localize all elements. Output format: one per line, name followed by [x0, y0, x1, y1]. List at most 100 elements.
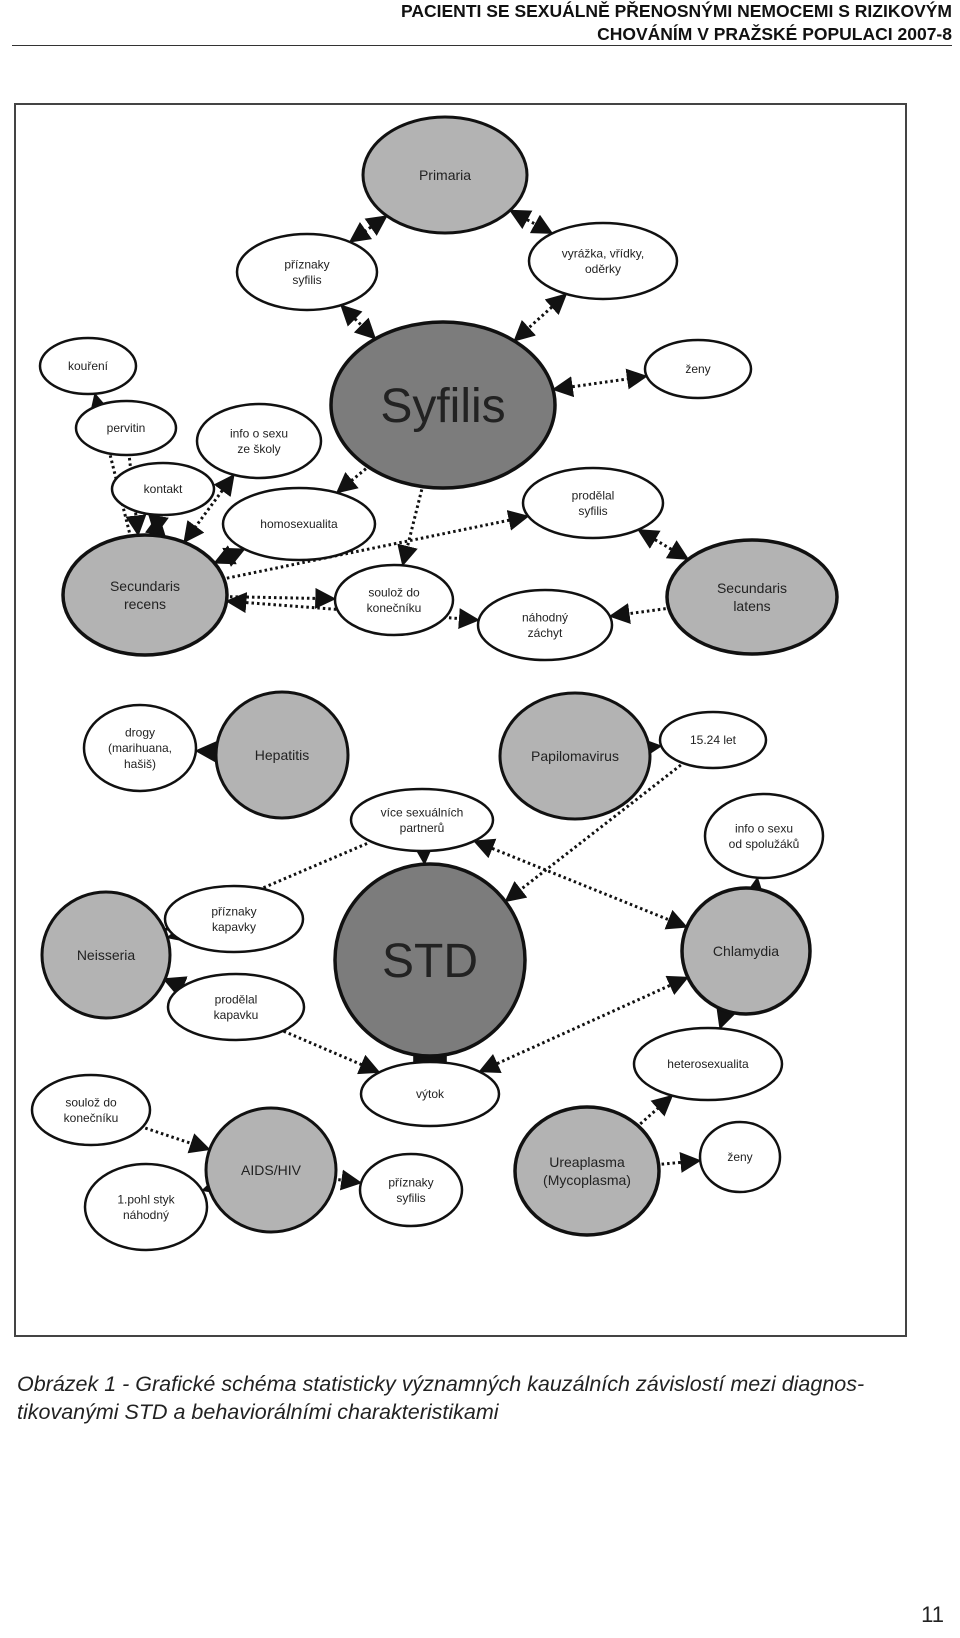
node-priznaky-kapavky-label: příznaky — [211, 904, 256, 918]
node-priznaky-kapavky-shape — [163, 884, 305, 954]
node-vek-label: 15.24 let — [690, 733, 737, 747]
figure-caption-line-1: Obrázek 1 - Grafické schéma statisticky … — [17, 1372, 865, 1396]
link-syfilis-homosexualita — [335, 467, 367, 494]
node-papilomavirus: Papilomavirus — [498, 691, 652, 821]
node-neisseria-label: Neisseria — [77, 947, 136, 963]
figure-caption-line-2: tikovanými STD a behaviorálními charakte… — [17, 1400, 499, 1424]
node-info-spoluzaci-shape — [703, 792, 825, 880]
node-nahodny-zachyt-label: náhodný — [522, 610, 568, 624]
link-souloz-bottom-aids-hiv — [144, 1126, 211, 1154]
header-rule — [12, 45, 952, 46]
node-homosexualita: homosexualita — [221, 486, 377, 562]
link-vyrazka-syfilis — [513, 293, 568, 342]
node-vytok-shape — [359, 1060, 501, 1128]
link-ureaplasma-heterosexualita — [639, 1094, 674, 1125]
node-drogy-label: drogy — [125, 726, 155, 740]
node-secundaris-recens-label: Secundaris — [110, 578, 180, 594]
link-vytok-chlamydia — [478, 975, 689, 1074]
link-neisseria-vice-partneru — [163, 841, 370, 932]
running-header: PACIENTI SE SEXUÁLNĚ PŘENOSNÝMI NEMOCEMI… — [12, 0, 952, 46]
node-info-skola-label: info o sexu — [230, 426, 288, 440]
node-souloz-top-shape — [333, 563, 455, 637]
link-hepatitis-drogy — [194, 741, 217, 763]
node-vek-shape — [658, 710, 768, 770]
node-std-label: STD — [382, 935, 478, 988]
node-syfilis-label: Syfilis — [380, 380, 505, 433]
node-ureaplasma-shape — [513, 1105, 661, 1237]
running-header-line-2: CHOVÁNÍM V PRAŽSKÉ POPULACI 2007-8 — [597, 24, 952, 44]
node-vice-partneru-shape — [349, 787, 495, 853]
node-neisseria: Neisseria — [40, 890, 172, 1020]
node-priznaky-syfilis-bottom-label: příznaky — [388, 1175, 433, 1189]
node-vice-partneru: více sexuálních partnerů — [349, 787, 495, 853]
node-drogy: drogy(marihuana, hašiš) — [82, 703, 198, 793]
link-vice-partneru-chlamydia — [472, 838, 688, 930]
figure-caption: Obrázek 1 - Grafické schéma statisticky … — [17, 1370, 917, 1426]
link-primaria-vyrazka — [508, 209, 554, 234]
link-info-spoluzaci-chlamydia — [744, 876, 765, 899]
link-aids-hiv-priznaky-syfilis-bottom — [338, 1169, 363, 1191]
node-ureaplasma: Ureaplasma(Mycoplasma) — [513, 1105, 661, 1237]
node-pervitin-shape — [74, 399, 178, 457]
node-souloz-bottom-shape — [30, 1073, 152, 1147]
node-prodelal-syfilis-label: prodělal — [572, 488, 615, 502]
node-zeny-top-shape — [643, 338, 753, 400]
node-zeny-bottom-label: ženy — [727, 1150, 752, 1164]
node-vice-partneru-label: více sexuálních — [381, 805, 464, 819]
node-aids-hiv-shape — [204, 1106, 338, 1234]
node-vice-partneru-label: partnerů — [400, 821, 445, 835]
node-vyrazka-label: oděrky — [585, 262, 621, 276]
node-zeny-top-label: ženy — [685, 362, 710, 376]
node-prodelal-syfilis-label: syfilis — [578, 504, 607, 518]
node-kontakt-label: kontakt — [144, 482, 183, 496]
node-syfilis: Syfilis — [329, 320, 557, 490]
node-papilomavirus-label: Papilomavirus — [531, 748, 619, 764]
link-priznaky-syfilis-top-syfilis — [340, 304, 377, 340]
node-prodelal-kapavku-label: prodělal — [215, 992, 258, 1006]
node-papilomavirus-shape — [498, 691, 652, 821]
node-std: STD — [333, 862, 527, 1058]
node-hepatitis-shape — [214, 690, 350, 820]
node-vyrazka: vyrážka, vřídky,oděrky — [527, 221, 679, 301]
node-prodelal-kapavku-shape — [166, 972, 306, 1042]
node-primaria-shape — [361, 115, 529, 235]
node-chlamydia: Chlamydia — [680, 886, 812, 1016]
node-pervitin-label: pervitin — [107, 421, 146, 435]
node-souloz-bottom-label: soulož do — [65, 1095, 117, 1109]
node-prodelal-kapavku-label: kapavku — [214, 1008, 259, 1022]
link-secundaris-latens-nahodny-zachyt — [608, 603, 666, 624]
link-primaria-priznaky-syfilis-top — [348, 215, 388, 243]
node-zeny-bottom-shape — [698, 1120, 782, 1194]
node-ureaplasma-label: Ureaplasma — [549, 1154, 625, 1170]
node-homosexualita-shape — [221, 486, 377, 562]
node-drogy-label: (marihuana, — [108, 741, 172, 755]
node-heterosexualita: heterosexualita — [632, 1026, 784, 1102]
node-priznaky-syfilis-bottom-shape — [358, 1152, 464, 1228]
node-syfilis-shape — [329, 320, 557, 490]
node-info-spoluzaci-label: od spolužáků — [729, 837, 800, 851]
node-koureni: kouření — [38, 336, 138, 396]
node-souloz-top-label: soulož do — [368, 585, 420, 599]
page-number: 11 — [921, 1602, 944, 1627]
node-prvni-styk-shape — [83, 1162, 209, 1252]
node-drogy-shape — [82, 703, 198, 793]
node-prodelal-syfilis: prodělal syfilis — [521, 466, 665, 540]
node-pervitin: pervitin — [74, 399, 178, 457]
node-primaria-label: Primaria — [419, 167, 471, 183]
node-koureni-label: kouření — [68, 359, 109, 373]
node-info-skola-shape — [195, 402, 323, 480]
node-prvni-styk-label: 1.pohl styk — [117, 1192, 175, 1206]
node-souloz-top-label: konečníku — [367, 601, 422, 615]
node-drogy-label: hašiš) — [124, 757, 156, 771]
running-header-line-1: PACIENTI SE SEXUÁLNĚ PŘENOSNÝMI NEMOCEMI… — [401, 1, 952, 21]
node-secundaris-latens-label: latens — [733, 598, 770, 614]
